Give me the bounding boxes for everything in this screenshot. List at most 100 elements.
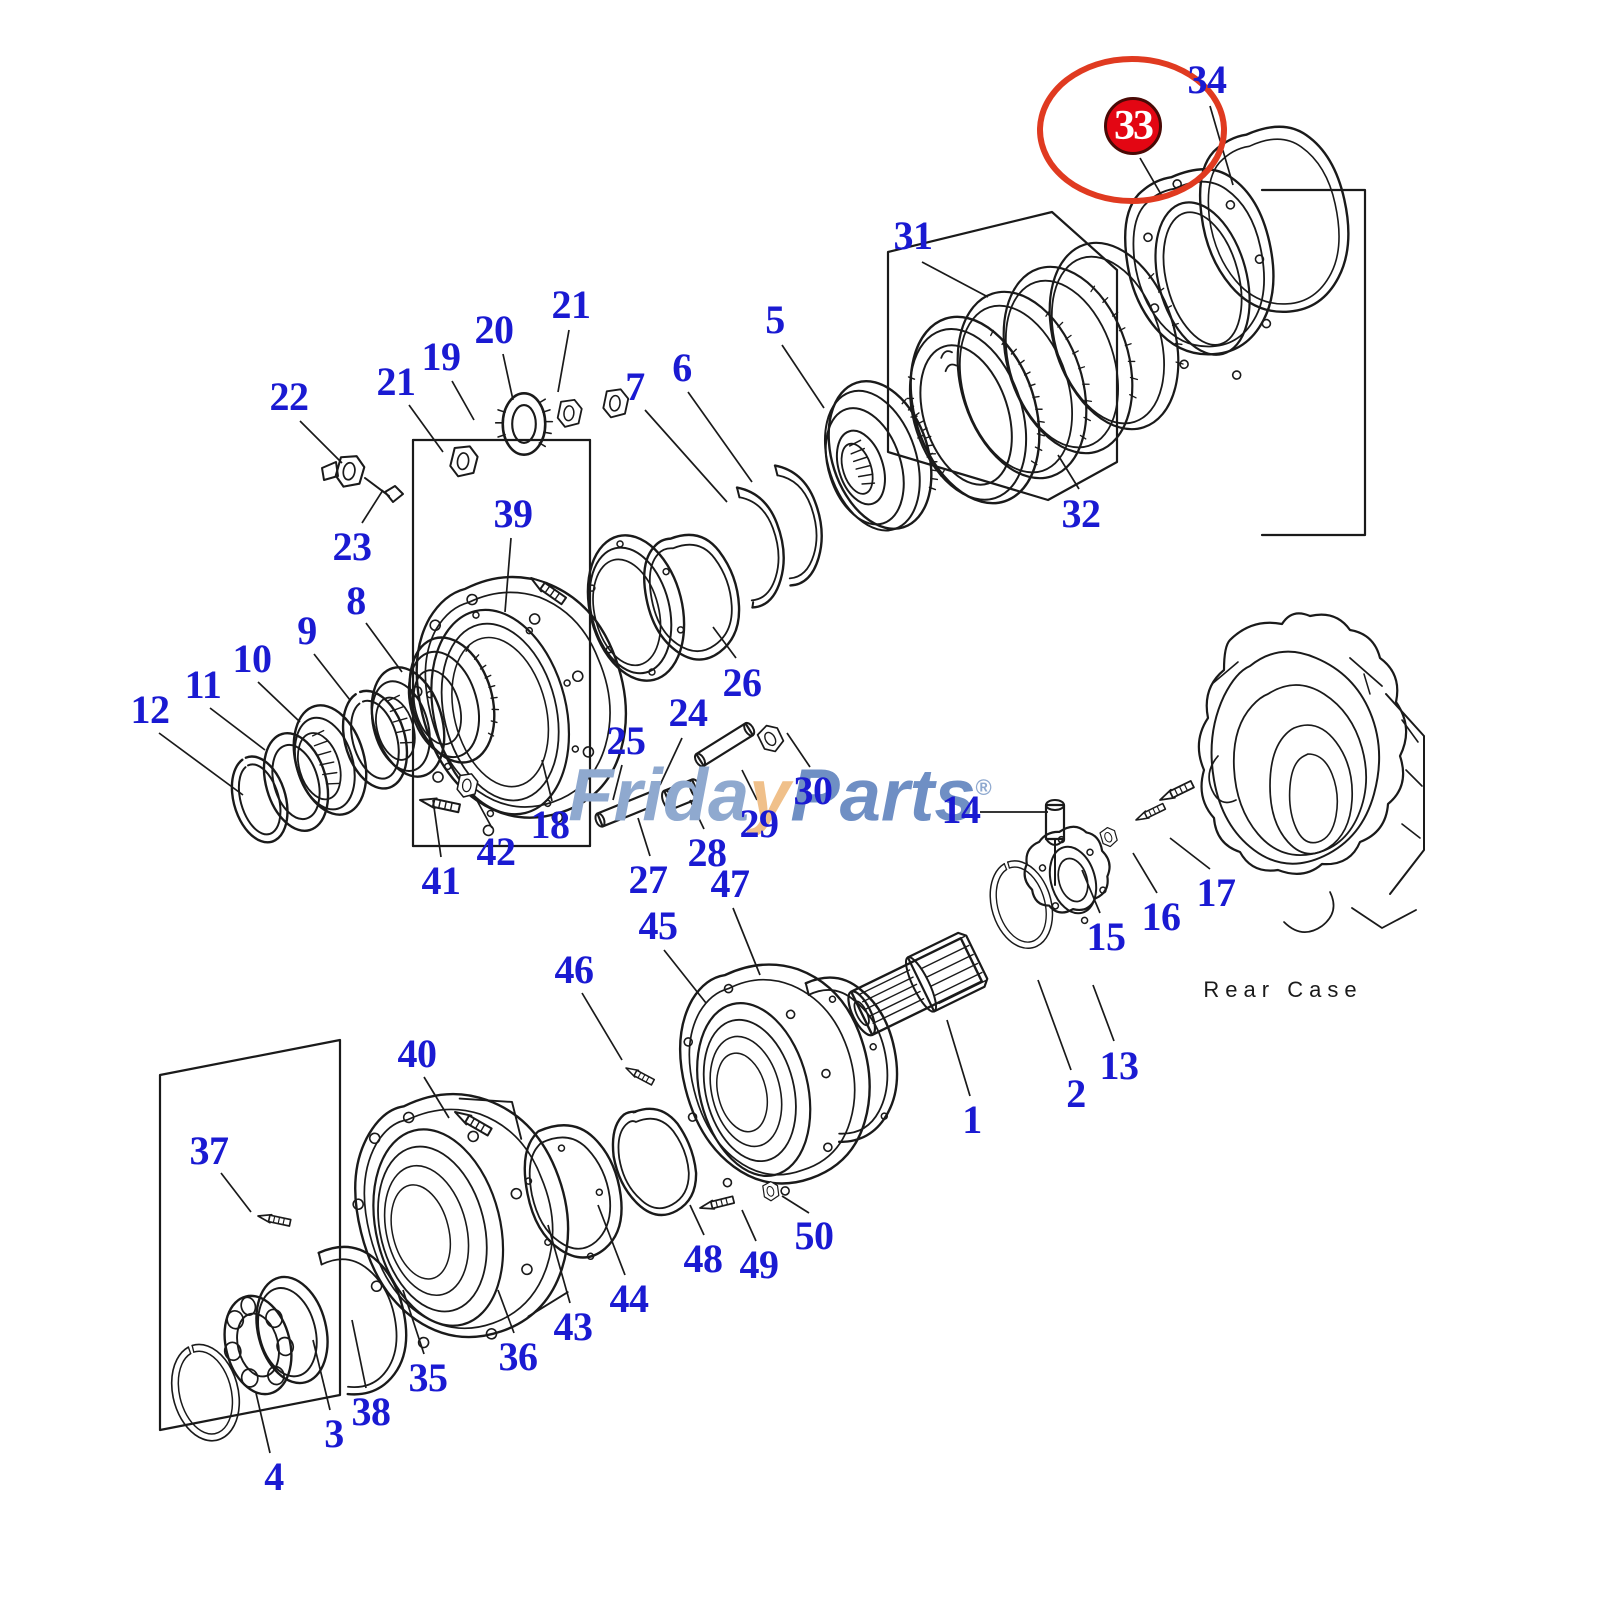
leader-line-40	[423, 1076, 450, 1119]
callout-number-40[interactable]: 40	[397, 1031, 438, 1076]
leader-line-22	[299, 420, 343, 464]
callout-number-10[interactable]: 10	[232, 636, 273, 681]
leader-line-5	[781, 344, 825, 409]
leader-line-23	[361, 489, 384, 524]
leader-line-36	[497, 1289, 515, 1334]
callout-number-22[interactable]: 22	[269, 374, 310, 419]
fridayparts-watermark: FridayParts®	[568, 753, 991, 838]
callout-number-44[interactable]: 44	[609, 1276, 650, 1321]
callout-number-14[interactable]: 14	[941, 787, 982, 832]
callout-number-21b[interactable]: 21	[551, 282, 592, 327]
callout-number-25[interactable]: 25	[606, 718, 647, 763]
leader-line-15	[1081, 869, 1101, 914]
callout-number-34[interactable]: 34	[1187, 57, 1228, 102]
leader-line-7	[644, 409, 728, 503]
leader-line-13	[1092, 984, 1115, 1042]
leader-line-21b	[557, 329, 570, 393]
leader-line-39	[504, 537, 512, 613]
leader-line-49	[741, 1209, 757, 1242]
callout-number-49[interactable]: 49	[739, 1242, 780, 1287]
callout-number-23[interactable]: 23	[332, 524, 373, 569]
callout-number-5[interactable]: 5	[765, 297, 785, 342]
callout-number-36[interactable]: 36	[498, 1334, 539, 1379]
rear-case-label: Rear Case	[1203, 977, 1363, 1002]
leader-line-30	[786, 732, 811, 768]
callout-number-28[interactable]: 28	[687, 830, 728, 875]
leader-line-26	[712, 626, 737, 659]
callout-number-43[interactable]: 43	[553, 1304, 594, 1349]
leader-line-31	[921, 261, 989, 298]
leader-line-43	[547, 1224, 571, 1304]
leader-line-27	[637, 817, 651, 857]
callout-number-17[interactable]: 17	[1196, 870, 1237, 915]
leader-line-10	[257, 681, 301, 723]
callout-number-27[interactable]: 27	[628, 857, 669, 902]
leader-line-29	[741, 769, 758, 801]
leader-line-11	[209, 707, 266, 751]
callout-number-7[interactable]: 7	[625, 364, 645, 409]
leader-line-41	[432, 799, 442, 858]
callout-number-21[interactable]: 21	[376, 359, 417, 404]
leader-line-35	[402, 1289, 425, 1355]
callout-number-20[interactable]: 20	[474, 307, 515, 352]
leader-line-46	[581, 992, 623, 1061]
callout-number-48[interactable]: 48	[683, 1236, 724, 1281]
leader-line-2	[1037, 979, 1072, 1071]
callout-number-26[interactable]: 26	[722, 660, 763, 705]
callout-number-16[interactable]: 16	[1141, 894, 1182, 939]
callout-number-41[interactable]: 41	[421, 858, 462, 903]
leader-line-12	[158, 732, 244, 796]
leader-line-50	[781, 1195, 810, 1214]
callout-number-50[interactable]: 50	[794, 1213, 835, 1258]
leader-line-25	[612, 764, 623, 801]
leader-line-16	[1132, 852, 1158, 894]
leader-line-37	[220, 1172, 252, 1213]
callout-number-19[interactable]: 19	[421, 334, 462, 379]
leader-line-18	[541, 759, 553, 802]
callout-number-13[interactable]: 13	[1099, 1043, 1140, 1088]
callout-number-32[interactable]: 32	[1061, 491, 1102, 536]
callout-number-42[interactable]: 42	[476, 829, 517, 874]
callout-number-46[interactable]: 46	[554, 947, 595, 992]
callout-number-1[interactable]: 1	[962, 1097, 982, 1142]
leader-line-20	[502, 353, 514, 401]
callout-number-6[interactable]: 6	[672, 345, 692, 390]
leader-line-28	[689, 799, 705, 830]
callout-number-30[interactable]: 30	[793, 768, 834, 813]
callout-number-9[interactable]: 9	[297, 608, 317, 653]
callout-number-47[interactable]: 47	[710, 861, 751, 906]
callout-number-8[interactable]: 8	[346, 578, 366, 623]
leader-line-45	[663, 949, 707, 1004]
leader-line-17	[1169, 837, 1211, 870]
leader-line-9	[313, 653, 351, 701]
callout-number-35[interactable]: 35	[408, 1355, 449, 1400]
callout-number-37[interactable]: 37	[189, 1128, 230, 1173]
highlighted-part-badge-33[interactable]: 33	[1104, 97, 1162, 155]
leader-line-21	[408, 404, 444, 453]
leader-line-38	[351, 1319, 367, 1389]
leader-line-32	[1057, 454, 1080, 490]
callout-number-12[interactable]: 12	[130, 687, 171, 732]
callout-number-39[interactable]: 39	[493, 491, 534, 536]
leader-line-1	[946, 1019, 971, 1097]
watermark-text-1: Frida	[568, 753, 750, 837]
callout-number-2[interactable]: 2	[1066, 1071, 1086, 1116]
callout-number-3[interactable]: 3	[324, 1411, 344, 1456]
leader-line-44	[597, 1204, 626, 1276]
callout-number-29[interactable]: 29	[739, 801, 780, 846]
callout-number-15[interactable]: 15	[1086, 914, 1127, 959]
callout-number-45[interactable]: 45	[638, 903, 679, 948]
leader-line-8	[365, 622, 403, 673]
callout-number-38[interactable]: 38	[351, 1389, 392, 1434]
callout-number-4[interactable]: 4	[264, 1454, 284, 1499]
leader-line-48	[689, 1204, 705, 1236]
leader-line-24	[659, 737, 683, 786]
highlight-ring-annotation	[1037, 56, 1227, 204]
callout-number-18[interactable]: 18	[530, 802, 571, 847]
leader-line-19	[451, 380, 475, 421]
callout-number-11[interactable]: 11	[184, 662, 222, 707]
callout-number-31[interactable]: 31	[893, 213, 934, 258]
leader-line-3	[312, 1339, 331, 1411]
callout-number-24[interactable]: 24	[668, 690, 709, 735]
